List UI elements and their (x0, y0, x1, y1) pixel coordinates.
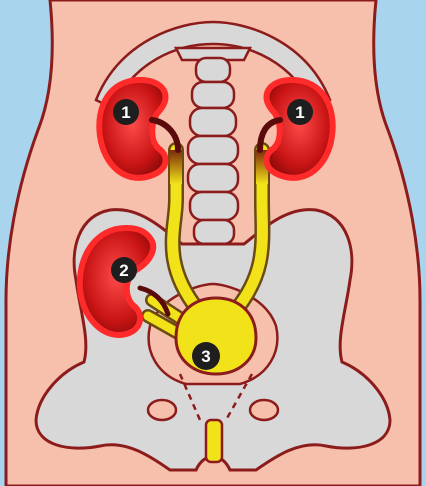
marker-label: 1 (121, 103, 130, 122)
marker-ectopic-kidney: 2 (111, 257, 137, 283)
marker-kidney-right: 1 (287, 99, 313, 125)
urethra (206, 420, 222, 462)
marker-label: 1 (295, 103, 304, 122)
obturator-right (250, 400, 278, 420)
marker-label: 2 (119, 261, 128, 280)
marker-kidney-left: 1 (113, 99, 139, 125)
marker-bladder: 3 (192, 342, 220, 370)
marker-label: 3 (201, 347, 210, 366)
obturator-left (148, 400, 176, 420)
